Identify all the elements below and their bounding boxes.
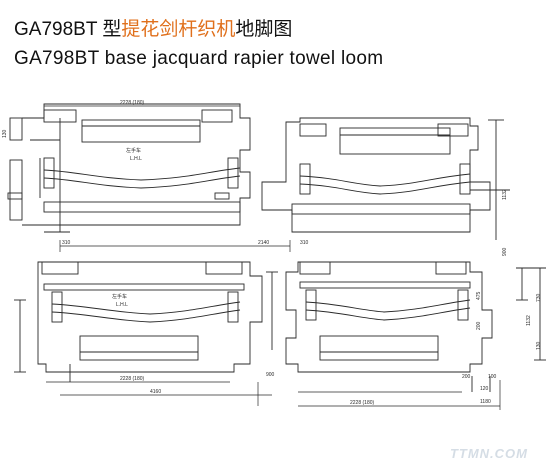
dim-overall-right: 1180 [480, 399, 491, 405]
dim-right-height2: 1132 [526, 315, 532, 326]
label-en-bottom: L.H.L [116, 302, 128, 308]
dim-bottom-width-right: 2228 (180) [350, 400, 375, 406]
dim-mid-height: 900 [502, 247, 508, 256]
loom-bottom-left [14, 261, 278, 382]
loom-top-right [261, 117, 510, 240]
dim-top-width: 2228 (180) [120, 100, 145, 106]
dim-bottom-width: 2228 (180) [120, 376, 145, 382]
dim-center-gap: 2140 [258, 240, 269, 246]
label-en-top: L.H.L [130, 156, 142, 162]
dim-small-c: 120 [480, 386, 489, 392]
dim-mark-a: 475 [476, 291, 482, 300]
dim-mark-b: 200 [476, 321, 482, 330]
dim-side-left: 900 [266, 372, 275, 378]
watermark: TTMN.COM [449, 446, 528, 461]
dim-overall-left: 4160 [150, 389, 161, 395]
title-chinese: GA798BT 型提花剑杆织机地脚图 [14, 19, 293, 40]
label-cn-top: 左手车 [126, 147, 141, 154]
dim-offset-left2: 310 [300, 240, 309, 246]
dim-small-b: 100 [488, 374, 497, 380]
label-cn-bottom: 左手车 [112, 293, 127, 300]
dimension-lines [44, 105, 501, 410]
dim-small-a: 200 [462, 374, 471, 380]
dim-left-height: 130 [2, 129, 8, 138]
loom-bottom-right [285, 261, 546, 392]
dim-side-b: 130 [536, 341, 542, 350]
title-english: GA798BT base jacquard rapier towel loom [14, 48, 384, 69]
dim-side-a: 730 [536, 293, 542, 302]
dim-right-height: 1132 [502, 189, 508, 200]
loom-top-left [7, 103, 251, 233]
dim-offset-left: 310 [62, 240, 71, 246]
